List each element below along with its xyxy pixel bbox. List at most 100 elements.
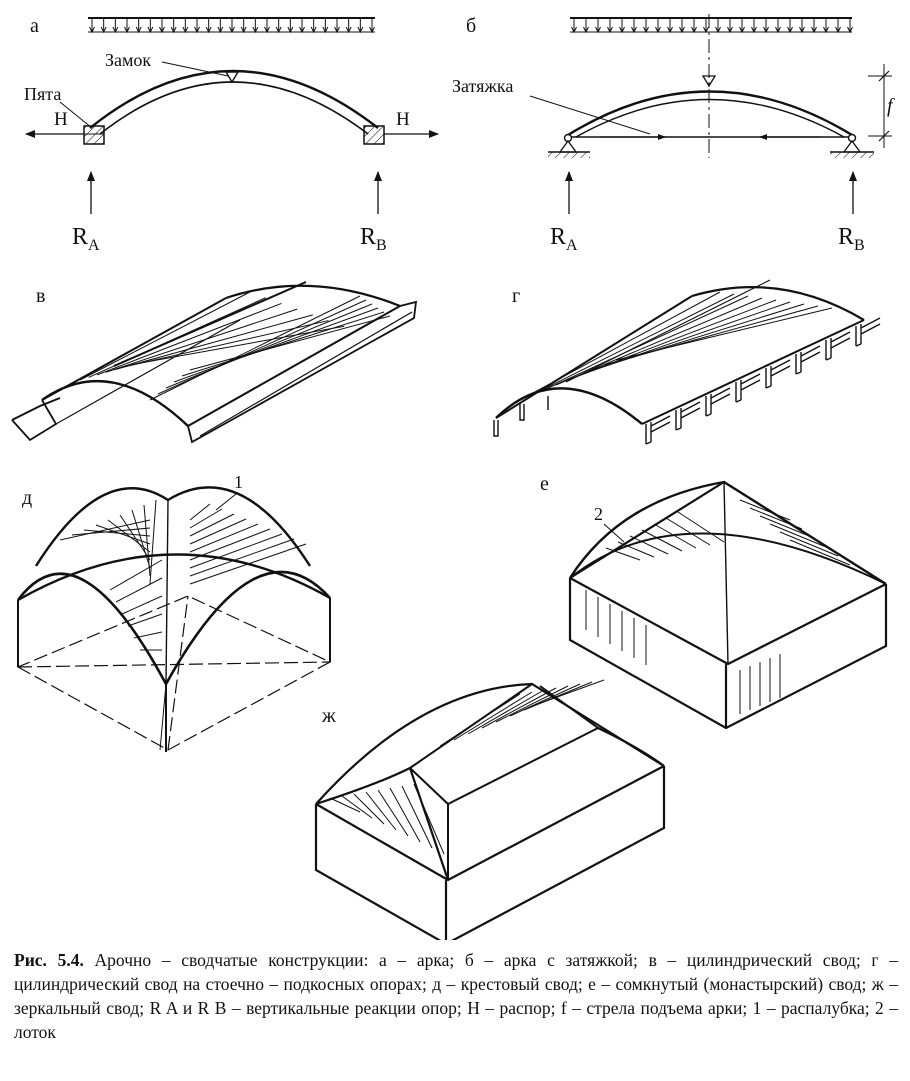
hatch-line bbox=[401, 785, 433, 849]
mirror-vault-flat-top bbox=[409, 685, 600, 806]
hatch-line bbox=[650, 421, 671, 433]
load-tick bbox=[217, 26, 224, 34]
reaction-RB-b: RB bbox=[838, 224, 865, 254]
hatch-line bbox=[173, 307, 379, 383]
load-tick bbox=[369, 26, 375, 34]
hatch-line bbox=[189, 543, 307, 585]
hatch-line bbox=[341, 795, 373, 819]
cross-vault-front-right-arch bbox=[164, 570, 331, 685]
hatch-line bbox=[641, 529, 683, 552]
arch-b-outer bbox=[567, 90, 853, 137]
panel-v-cylindrical-vault: в bbox=[11, 281, 418, 444]
load-tick bbox=[345, 26, 352, 34]
panel-b-tied-arch: б Затяжка bbox=[452, 14, 895, 254]
hatch-line bbox=[165, 303, 373, 389]
hatch-line bbox=[825, 357, 832, 361]
hatch-line bbox=[759, 515, 815, 539]
hatch-line bbox=[653, 523, 697, 549]
hatch-line bbox=[71, 527, 151, 536]
hatch-line bbox=[665, 517, 711, 546]
hatch-line bbox=[740, 379, 761, 391]
load-tick bbox=[229, 26, 235, 34]
hatch-line bbox=[710, 393, 731, 405]
keystone-mark bbox=[224, 71, 240, 84]
load-tick bbox=[100, 26, 107, 34]
cloister-vault-roof bbox=[568, 480, 887, 586]
load-tick bbox=[619, 26, 625, 34]
hatch-line bbox=[79, 291, 251, 381]
hatch-line bbox=[83, 529, 151, 537]
load-tick bbox=[194, 26, 200, 34]
hinge-support-left bbox=[548, 133, 590, 158]
load-tick bbox=[135, 26, 142, 34]
label-H-right: Н bbox=[396, 109, 410, 130]
hatch-line bbox=[377, 789, 409, 837]
panel-label-zh: ж bbox=[321, 705, 336, 727]
hatch-line bbox=[650, 415, 671, 427]
load-tick bbox=[739, 26, 745, 34]
hatch-line bbox=[605, 547, 641, 561]
load-tick bbox=[252, 26, 259, 34]
hatch-line bbox=[189, 528, 271, 561]
label-zamok: Замок bbox=[105, 50, 151, 70]
hatch-line bbox=[749, 507, 803, 530]
panel-label-d: д bbox=[22, 487, 32, 509]
label-f: f bbox=[887, 95, 895, 117]
hatch-line bbox=[389, 787, 421, 843]
hatch-line bbox=[114, 314, 313, 371]
load-tick bbox=[159, 26, 165, 34]
hatch-line bbox=[181, 311, 385, 377]
label-pyata: Пята bbox=[24, 84, 61, 104]
load-tick bbox=[691, 26, 697, 34]
load-tick bbox=[727, 26, 733, 34]
load-tick bbox=[847, 26, 853, 34]
hatch-line bbox=[157, 299, 367, 395]
arch-a-inner bbox=[99, 81, 369, 135]
hatch-line bbox=[779, 531, 839, 557]
load-tick bbox=[322, 26, 329, 34]
hatch-line bbox=[855, 343, 862, 347]
hatch-line bbox=[509, 683, 581, 717]
hatch-line bbox=[115, 577, 163, 603]
load-tick bbox=[240, 26, 247, 34]
hatch-line bbox=[95, 524, 151, 545]
hatch-line bbox=[830, 331, 851, 343]
hatch-line bbox=[143, 504, 151, 577]
hinge-support-right bbox=[830, 133, 874, 158]
load-tick bbox=[715, 26, 721, 34]
hatch-line bbox=[789, 539, 851, 566]
caption-lead: Рис. 5.4. bbox=[14, 950, 84, 970]
hatch-line bbox=[189, 503, 211, 521]
hatch-line bbox=[677, 511, 725, 543]
hatch-line bbox=[189, 523, 259, 553]
hatch-line bbox=[770, 359, 791, 371]
load-tick bbox=[703, 26, 709, 34]
hatch-line bbox=[96, 302, 282, 376]
load-tick bbox=[679, 26, 685, 34]
caption-text: Арочно – сводчатые конструкции: а – арка… bbox=[14, 950, 898, 1042]
hatch-line bbox=[453, 691, 533, 741]
vault-g-front-arch bbox=[495, 387, 643, 425]
hatch-line bbox=[615, 307, 833, 361]
label-H-left: Н bbox=[54, 109, 68, 130]
load-tick bbox=[799, 26, 805, 34]
load-tick bbox=[89, 26, 95, 34]
hatch-line bbox=[739, 499, 791, 521]
load-tick bbox=[275, 26, 282, 34]
label-2-lotok: 2 bbox=[594, 504, 603, 524]
hatch-line bbox=[105, 308, 298, 373]
load-tick bbox=[287, 26, 294, 34]
load-tick bbox=[655, 26, 661, 34]
load-tick bbox=[775, 26, 781, 34]
load-tick bbox=[751, 26, 757, 34]
hatch-line bbox=[645, 441, 652, 445]
hatch-line bbox=[523, 681, 593, 711]
hatch-line bbox=[149, 295, 361, 401]
hatch-line bbox=[675, 427, 682, 431]
distributed-load-b bbox=[570, 17, 853, 34]
hatch-line bbox=[189, 513, 235, 537]
hatch-line bbox=[121, 595, 163, 615]
hatch-line bbox=[769, 523, 827, 548]
hatch-line bbox=[189, 533, 283, 569]
load-tick bbox=[334, 26, 340, 34]
